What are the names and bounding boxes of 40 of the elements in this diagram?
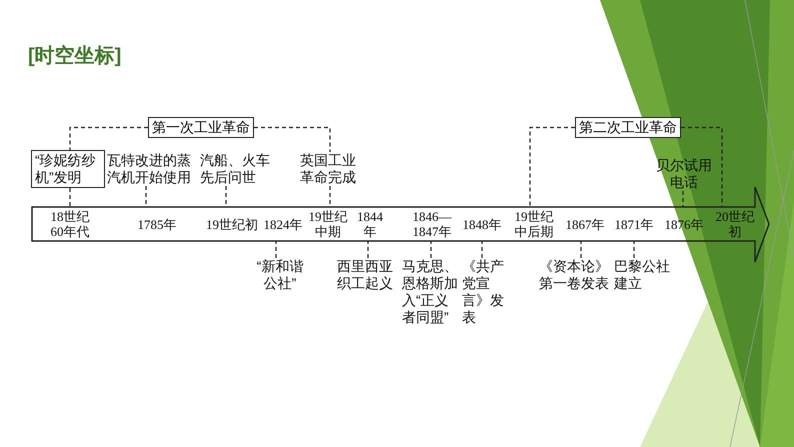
date-label: 1844年 (354, 207, 386, 241)
leader-line (481, 241, 483, 258)
leader-line (367, 241, 369, 258)
event-text: “新和谐公社” (255, 258, 305, 292)
event-text: 汽船、火车先后问世 (200, 152, 272, 186)
leader-line (225, 186, 227, 207)
date-label: 1824年 (261, 207, 305, 241)
leader-line (529, 126, 575, 207)
event-text: 瓦特改进的蒸汽机开始使用 (107, 152, 193, 186)
leader-line (329, 186, 331, 207)
event-text: 《共产党宣言》发表 (462, 258, 512, 326)
date-label: 19世纪初 (204, 207, 260, 241)
leader-line (682, 191, 684, 207)
leader-line (254, 126, 331, 152)
leader-line (69, 188, 71, 207)
revolution-label: 第二次工业革命 (575, 117, 681, 138)
event-text: 英国工业革命完成 (300, 152, 358, 186)
date-label: 1785年 (134, 207, 180, 241)
leader-line (69, 126, 148, 150)
leader-line (145, 186, 147, 207)
date-label: 20世纪初 (714, 207, 756, 241)
date-label: 19世纪中后期 (513, 207, 555, 241)
date-label: 18世纪60年代 (49, 207, 91, 241)
leader-line (580, 241, 582, 258)
leader-line (275, 241, 277, 258)
event-text: 《资本论》第一卷发表 (539, 258, 611, 292)
event-text: 西里西亚织工起义 (337, 258, 395, 292)
leader-line (430, 241, 432, 258)
date-label: 1846—1847年 (411, 207, 453, 241)
date-label: 19世纪中期 (307, 207, 349, 241)
title: [时空坐标] (28, 44, 122, 69)
revolution-label: 第一次工业革命 (148, 117, 254, 138)
event-text: 巴黎公社建立 (614, 258, 672, 292)
date-label: 1848年 (459, 207, 505, 241)
leader-line (681, 126, 723, 207)
leader-line (633, 241, 635, 258)
date-label: 1871年 (611, 207, 657, 241)
date-label: 1867年 (562, 207, 608, 241)
event-text: 马克思、恩格斯加入“正义者同盟” (402, 258, 460, 326)
event-box: “珍妮纺纱机”发明 (31, 150, 105, 188)
